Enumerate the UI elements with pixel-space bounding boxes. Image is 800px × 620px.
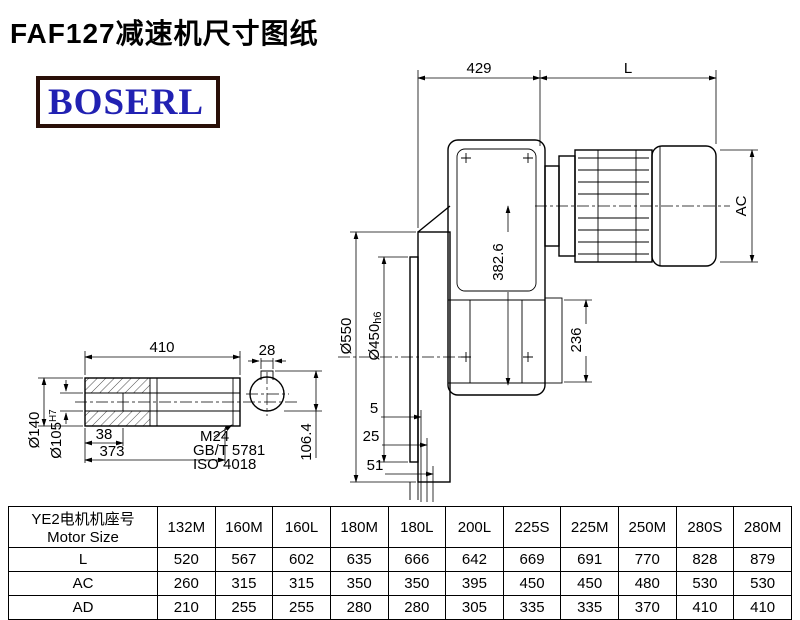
dim-height-b: 236 [568, 327, 585, 352]
dim-top-width: 429 [466, 60, 491, 77]
col-header: 225S [502, 506, 562, 548]
dimension-drawing: 429 L AC Ø550 Ø450h6 382.6 236 5 25 51 [26, 60, 758, 502]
main-view [338, 139, 730, 500]
cell: 828 [675, 547, 735, 572]
cell: 395 [445, 571, 504, 596]
dim-gap-a: 5 [370, 400, 378, 417]
cell: 530 [733, 571, 792, 596]
input-cover [544, 297, 563, 384]
keyway-slot [260, 370, 274, 380]
cell: 260 [157, 571, 216, 596]
shaft-end-view [246, 370, 289, 416]
row-label: L [8, 547, 158, 572]
motor-fins [578, 157, 649, 255]
col-header: 160L [272, 506, 331, 548]
cell: 350 [329, 571, 389, 596]
table-header-label: YE2电机机座号 Motor Size [8, 506, 158, 548]
dim-pilot-diameter-value: Ø450 [366, 324, 383, 361]
table-row: AC 260 315 315 350 350 395 450 450 480 5… [8, 571, 792, 596]
dim-step-b: 373 [99, 443, 124, 460]
dim-key-width: 28 [259, 342, 276, 359]
dim-shaft-od: Ø140 [26, 412, 43, 449]
col-header: 132M [157, 506, 216, 548]
cell: 770 [618, 547, 677, 572]
cell: 450 [502, 571, 562, 596]
col-header: 280M [733, 506, 792, 548]
cell: 567 [214, 547, 274, 572]
cell: 315 [272, 571, 331, 596]
cell: 335 [560, 595, 619, 620]
cell: 530 [675, 571, 735, 596]
cell: 602 [272, 547, 331, 572]
brand-logo-text: BOSERL [48, 81, 205, 123]
dim-pilot-tolerance: h6 [372, 312, 384, 324]
brand-logo: BOSERL [36, 76, 220, 128]
cell: 280 [387, 595, 447, 620]
mounting-flange [409, 205, 451, 500]
cell: 666 [387, 547, 447, 572]
col-header: 225M [560, 506, 619, 548]
cell: 280 [329, 595, 389, 620]
col-header: 160M [214, 506, 274, 548]
cell: 691 [560, 547, 619, 572]
cell: 520 [157, 547, 216, 572]
shaft-detail-view [75, 370, 298, 427]
col-header: 250M [618, 506, 677, 548]
cell: 480 [618, 571, 677, 596]
row-label: AC [8, 571, 158, 596]
cell: 335 [502, 595, 562, 620]
gearbox-housing [447, 139, 546, 396]
cell: 669 [502, 547, 562, 572]
dim-step-a: 38 [96, 426, 113, 443]
dim-bore-diameter: Ø105H7 [48, 409, 65, 459]
cell: 315 [214, 571, 274, 596]
cell: 642 [445, 547, 504, 572]
col-header: 200L [445, 506, 504, 548]
label-thread: M24 [200, 428, 229, 445]
dim-flange-od: Ø550 [338, 318, 355, 355]
cell: 410 [733, 595, 792, 620]
dim-motor-diameter: AC [733, 195, 750, 216]
cell: 635 [329, 547, 389, 572]
table-header-row: YE2电机机座号 Motor Size 132M 160M 160L 180M … [8, 506, 792, 548]
dimensions-main: 429 L AC Ø550 Ø450h6 382.6 236 5 25 51 [338, 60, 758, 502]
table-header-en: Motor Size [47, 529, 119, 546]
cell: 350 [387, 571, 447, 596]
cell: 210 [157, 595, 216, 620]
label-standard-iso: ISO 4018 [193, 456, 256, 473]
cell: 255 [214, 595, 274, 620]
cell: 450 [560, 571, 619, 596]
page-title: FAF127减速机尺寸图纸 [10, 18, 319, 49]
dim-shaft-length: 410 [149, 339, 174, 356]
cell: 370 [618, 595, 677, 620]
dim-bore-tolerance: H7 [48, 409, 59, 422]
dim-height-a: 382.6 [490, 243, 507, 281]
label-standard-gb: GB/T 5781 [193, 442, 265, 459]
row-label: AD [8, 595, 158, 620]
cell: 305 [445, 595, 504, 620]
table-row: L 520 567 602 635 666 642 669 691 770 82… [8, 547, 792, 572]
motor-size-table: YE2电机机座号 Motor Size 132M 160M 160L 180M … [8, 506, 792, 620]
table-header-cn: YE2电机机座号 [31, 511, 135, 528]
col-header: 180M [329, 506, 389, 548]
dim-motor-length: L [624, 60, 632, 77]
dim-bore-diameter-value: Ø105 [48, 422, 65, 459]
cell: 410 [675, 595, 735, 620]
dim-gap-c: 51 [367, 457, 384, 474]
dim-gap-b: 25 [363, 428, 380, 445]
col-header: 180L [387, 506, 447, 548]
dim-pilot-diameter: Ø450h6 [366, 312, 384, 361]
dim-key-depth: 106.4 [298, 423, 315, 461]
cell: 879 [733, 547, 792, 572]
dimensions-shaft: 410 28 Ø140 Ø105H7 38 373 M24 GB/T 5781 … [26, 339, 322, 473]
cell: 255 [272, 595, 331, 620]
table-row: AD 210 255 255 280 280 305 335 335 370 4… [8, 595, 792, 620]
col-header: 280S [675, 506, 735, 548]
